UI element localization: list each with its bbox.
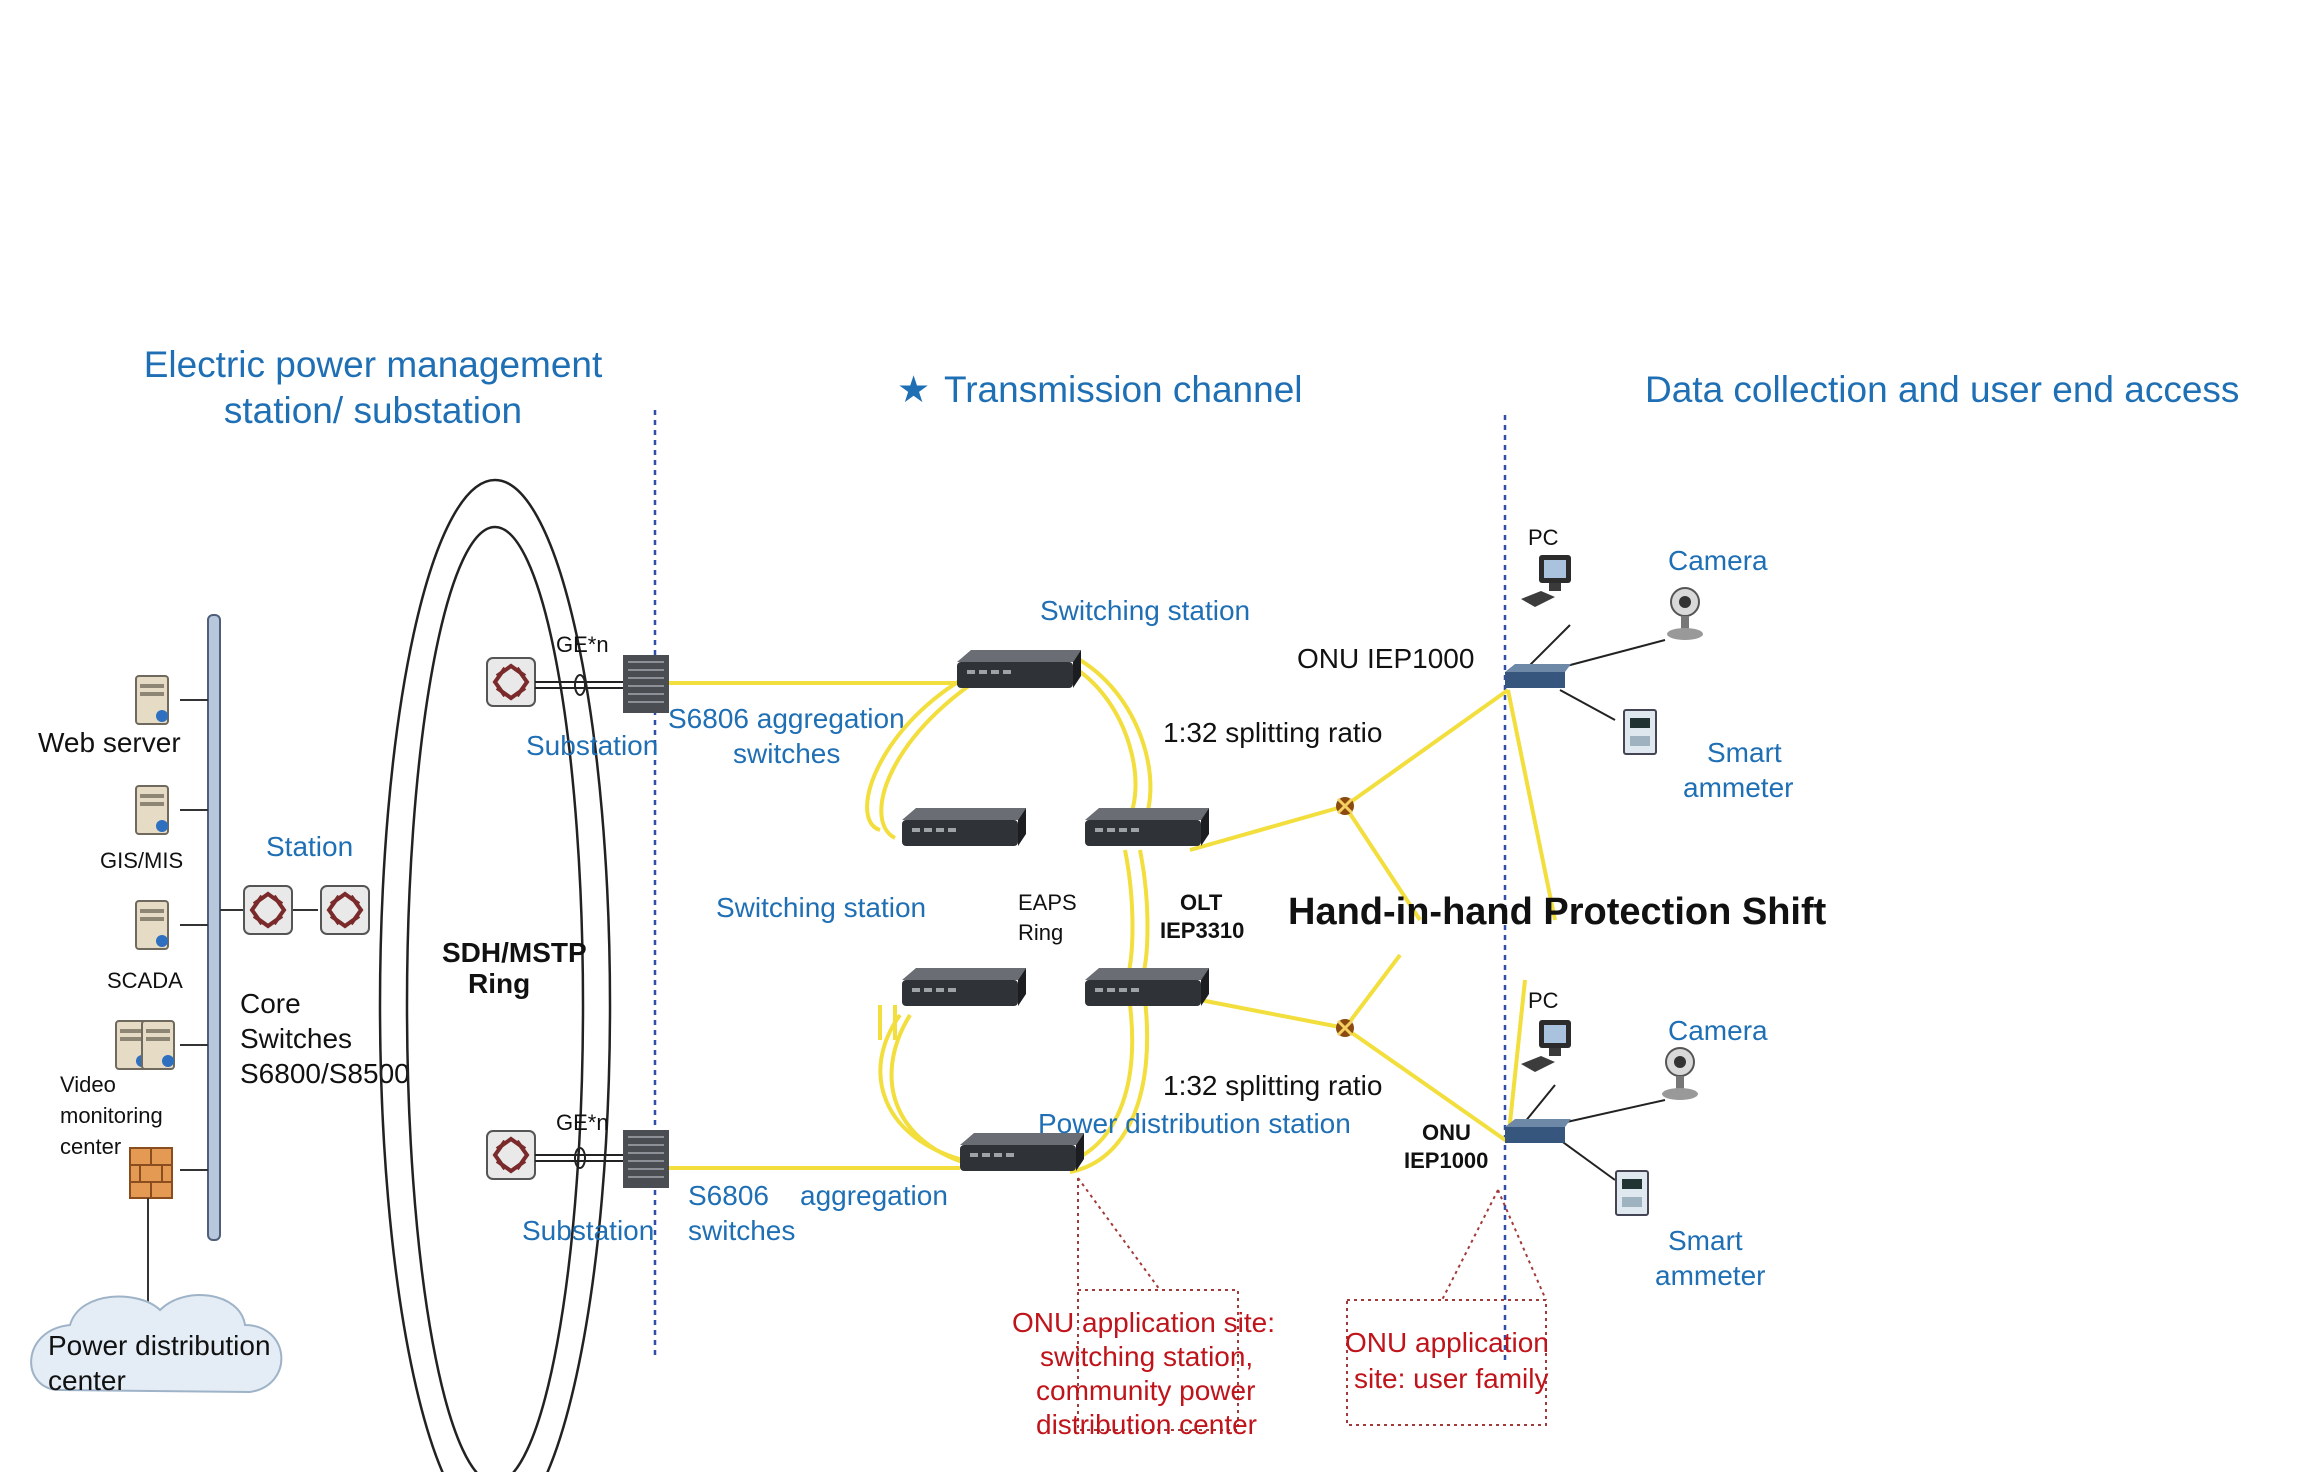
substation-router-icon-top	[485, 656, 537, 708]
label-camera-top: Camera	[1668, 545, 1768, 576]
meter-icon-bottom	[1615, 1170, 1649, 1216]
label-ge-bottom: GE*n	[556, 1110, 609, 1135]
heading-left-line1: Electric power management	[144, 344, 603, 385]
olt-switch-top	[1085, 808, 1209, 846]
label-ammeter-top-1: Smart	[1707, 737, 1782, 768]
label-substation-top: Substation	[526, 730, 658, 761]
olt-switch-bottom	[1085, 968, 1209, 1006]
video-server-icon-2	[141, 1020, 175, 1070]
heading-left-line2: station/ substation	[224, 390, 522, 431]
label-onu-site-1a: ONU application site:	[1012, 1307, 1275, 1338]
label-ring-1: SDH/MSTP	[442, 937, 587, 968]
label-onu-site-1d: distribution center	[1036, 1409, 1257, 1440]
label-pc-top: PC	[1528, 525, 1559, 550]
label-core-3: S6800/S8500	[240, 1058, 410, 1089]
label-onu-site-2b: site: user family	[1354, 1363, 1549, 1394]
label-power-distribution-station: Power distribution station	[1038, 1108, 1351, 1139]
star-icon: ★	[897, 369, 930, 410]
pc-icon-bottom	[1521, 1020, 1571, 1072]
scada-server-icon	[135, 900, 169, 950]
label-splitting-top: 1:32 splitting ratio	[1163, 717, 1382, 748]
fiber-links	[669, 658, 1557, 1174]
label-cloud-2: center	[48, 1365, 126, 1396]
heading-center: Transmission channel	[944, 369, 1303, 410]
label-video-1: Video	[60, 1072, 116, 1097]
onu-device-bottom	[1505, 1119, 1571, 1143]
label-aggregation-bottom-2: aggregation	[800, 1180, 948, 1211]
label-core-2: Switches	[240, 1023, 352, 1054]
label-substation-bottom: Substation	[522, 1215, 654, 1246]
label-eaps-2: Ring	[1018, 920, 1063, 945]
camera-icon-top	[1666, 587, 1704, 641]
core-switch-icon-2	[319, 884, 371, 936]
label-eaps-1: EAPS	[1018, 890, 1077, 915]
label-cloud-1: Power distribution	[48, 1330, 271, 1361]
switching-station-switch-left-bottom	[902, 968, 1026, 1006]
heading-right: Data collection and user end access	[1645, 369, 2239, 410]
label-onu-site-2a: ONU application	[1345, 1327, 1549, 1358]
label-aggregation-top-2: switches	[733, 738, 840, 769]
label-switching-station-mid: Switching station	[716, 892, 926, 923]
onu-site-callout-1	[1077, 1177, 1239, 1431]
label-ring-2: Ring	[468, 968, 530, 999]
label-splitting-bottom: 1:32 splitting ratio	[1163, 1070, 1382, 1101]
meter-icon-top	[1623, 709, 1657, 755]
label-aggregation-bottom-1: S6806	[688, 1180, 769, 1211]
firewall-icon	[129, 1147, 173, 1199]
label-onu-site-1b: switching station,	[1040, 1341, 1253, 1372]
label-core-1: Core	[240, 988, 301, 1019]
label-switching-station-top: Switching station	[1040, 595, 1250, 626]
label-ammeter-top-2: ammeter	[1683, 772, 1793, 803]
sdh-ring-inner	[405, 525, 585, 1472]
label-gis-mis: GIS/MIS	[100, 848, 183, 873]
label-aggregation-top-1: S6806 aggregation	[668, 703, 905, 734]
label-video-2: monitoring	[60, 1103, 163, 1128]
power-distribution-cloud	[30, 1293, 283, 1394]
label-web-server: Web server	[38, 727, 181, 758]
label-ammeter-bottom-1: Smart	[1668, 1225, 1743, 1256]
label-olt-2: IEP3310	[1160, 918, 1244, 943]
onu-site-callout-2	[1346, 1189, 1547, 1426]
gis-mis-server-icon	[135, 785, 169, 835]
switching-station-switch-top	[957, 650, 1081, 688]
aggregation-switch-icon-top	[623, 655, 669, 713]
aggregation-switch-icon-bottom	[623, 1130, 669, 1188]
label-camera-bottom: Camera	[1668, 1015, 1768, 1046]
label-protection-shift: Hand-in-hand Protection Shift	[1288, 891, 1827, 933]
switching-station-switch-left	[902, 808, 1026, 846]
onu-device-top	[1505, 664, 1571, 688]
label-pc-bottom: PC	[1528, 988, 1559, 1013]
label-olt-1: OLT	[1180, 890, 1223, 915]
splitter-icon-top	[1334, 795, 1356, 817]
label-onu-site-1c: community power	[1036, 1375, 1255, 1406]
label-station: Station	[266, 831, 353, 862]
camera-icon-bottom	[1661, 1047, 1699, 1101]
label-aggregation-bottom-3: switches	[688, 1215, 795, 1246]
substation-router-icon-bottom	[485, 1129, 537, 1181]
label-ammeter-bottom-2: ammeter	[1655, 1260, 1765, 1291]
core-switch-icon-1	[242, 884, 294, 936]
sdh-ring-outer	[378, 478, 612, 1472]
splitter-icon-bottom	[1334, 1017, 1356, 1039]
label-ge-top: GE*n	[556, 632, 609, 657]
label-video-3: center	[60, 1134, 121, 1159]
label-onu-top: ONU IEP1000	[1297, 643, 1474, 674]
label-onu-bottom-1: ONU	[1422, 1120, 1471, 1145]
label-onu-bottom-2: IEP1000	[1404, 1148, 1488, 1173]
label-scada: SCADA	[107, 968, 183, 993]
web-server-icon	[135, 675, 169, 725]
pc-icon-top	[1521, 555, 1571, 607]
server-bus	[207, 614, 221, 1241]
